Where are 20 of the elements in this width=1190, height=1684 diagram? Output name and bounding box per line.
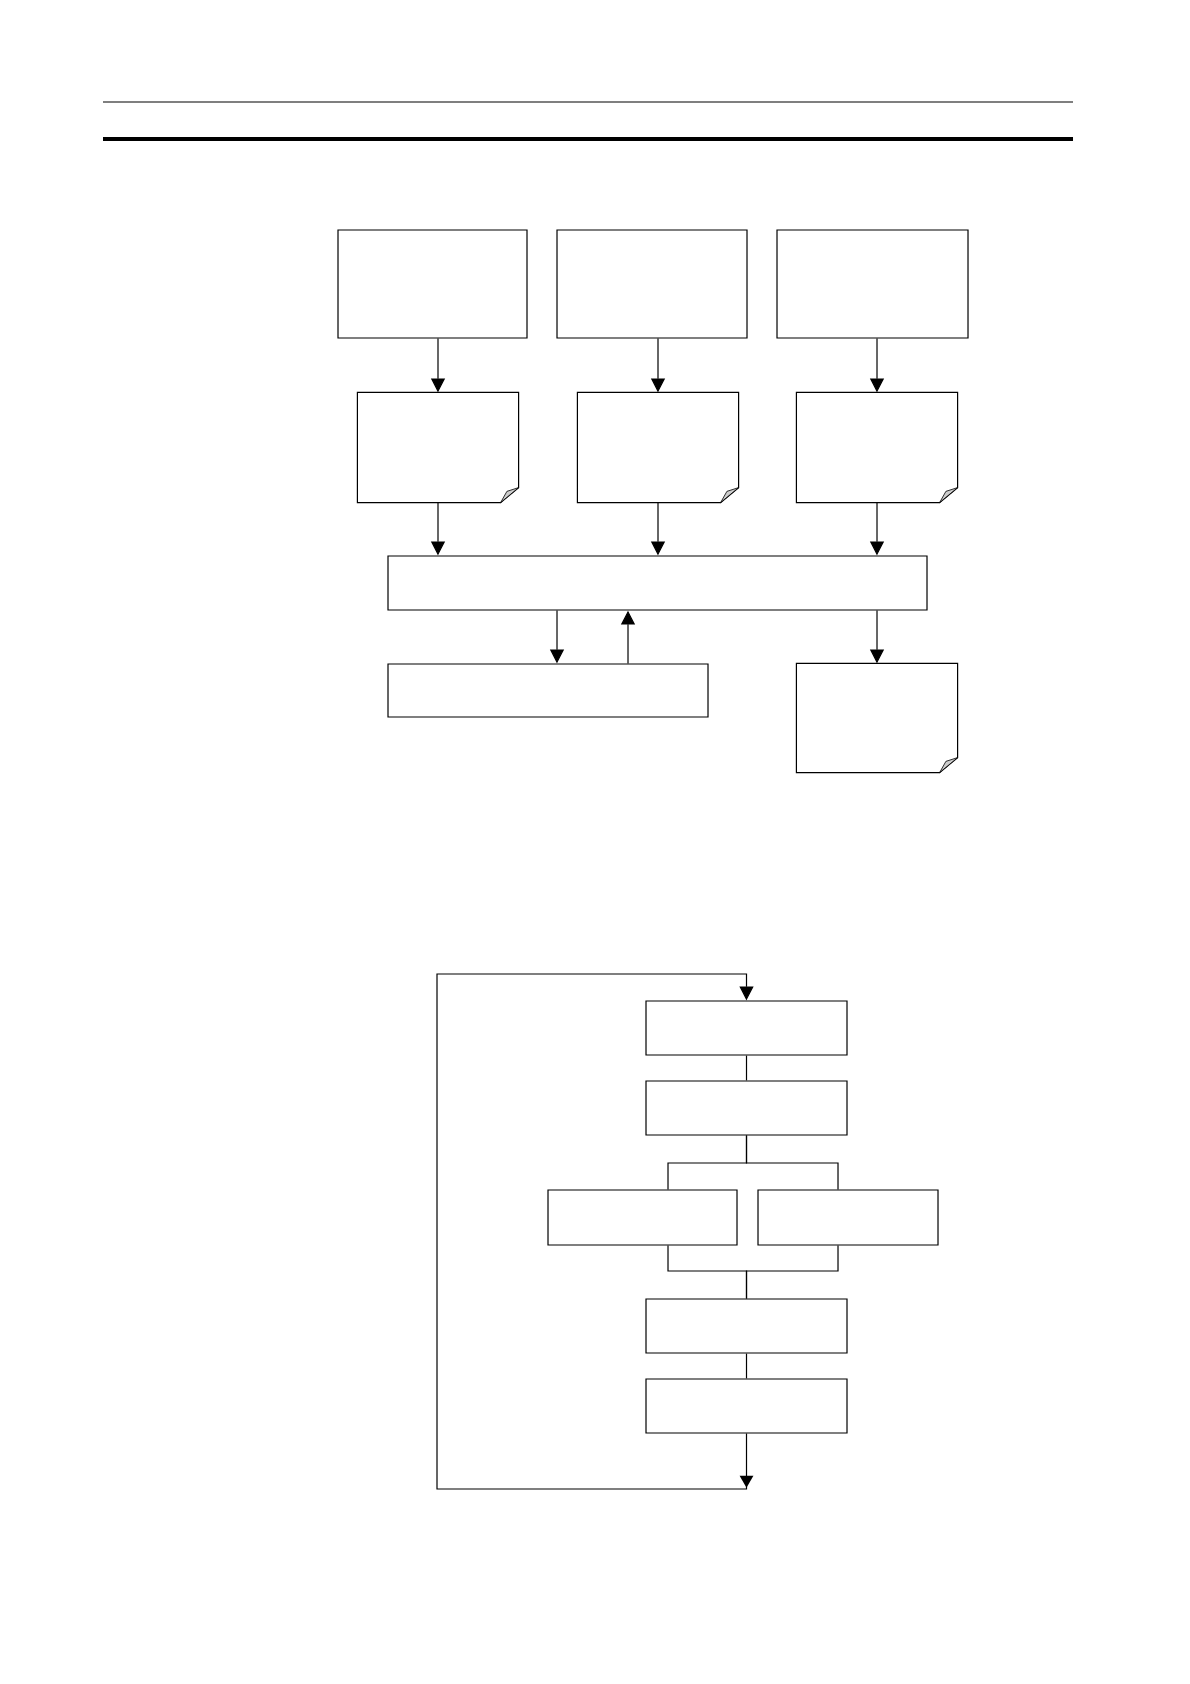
process-box [387, 555, 928, 611]
process-box [776, 229, 969, 339]
process-box [645, 1378, 848, 1434]
process-box [645, 1080, 848, 1136]
process-box [645, 1000, 848, 1056]
connector-line [745, 1135, 839, 1190]
connector-line [745, 1353, 748, 1379]
process-box [387, 663, 709, 718]
process-box [547, 1189, 738, 1246]
arrow [436, 973, 754, 1490]
document-shape [356, 391, 520, 504]
connector-line [745, 1245, 839, 1299]
process-box [645, 1298, 848, 1354]
connector-line [745, 1055, 748, 1081]
process-box [337, 229, 528, 339]
process-box [757, 1189, 939, 1246]
process-box [556, 229, 748, 339]
document-shape [795, 662, 959, 774]
document-shape [795, 391, 959, 504]
document-shape [576, 391, 740, 504]
